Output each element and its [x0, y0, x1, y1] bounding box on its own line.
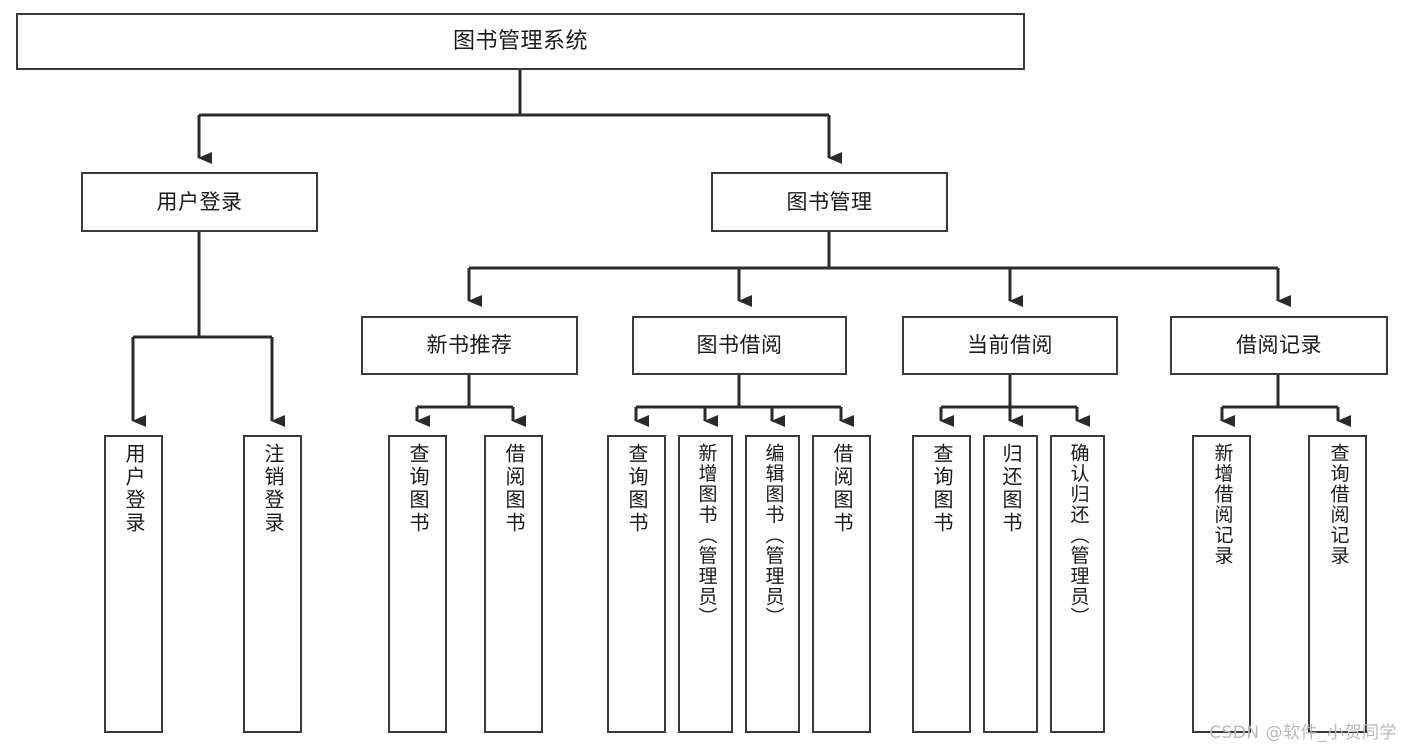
- node-leaf-edit-book[interactable]: 编辑图书（管理员）: [745, 435, 800, 733]
- node-leaf-add-record[interactable]: 新增借阅记录: [1192, 435, 1251, 733]
- node-book-borrow-label: 图书借阅: [696, 333, 783, 358]
- node-current-borrow[interactable]: 当前借阅: [902, 316, 1118, 375]
- node-leaf-query-book-3-label: 查询图书: [930, 443, 954, 535]
- node-user-login[interactable]: 用户登录: [81, 172, 318, 232]
- node-leaf-query-record-label: 查询借阅记录: [1327, 443, 1350, 566]
- node-leaf-query-book-1-label: 查询图书: [406, 443, 430, 535]
- node-new-book-recommend-label: 新书推荐: [426, 333, 513, 358]
- node-borrow-record-label: 借阅记录: [1236, 333, 1322, 358]
- node-leaf-borrow-book-1[interactable]: 借阅图书: [484, 435, 543, 733]
- node-leaf-query-record[interactable]: 查询借阅记录: [1308, 435, 1367, 733]
- node-leaf-add-record-label: 新增借阅记录: [1211, 443, 1234, 566]
- node-leaf-logout-login-label: 注销登录: [261, 443, 285, 535]
- watermark: CSDN @软件_小贺同学: [1209, 723, 1397, 743]
- node-leaf-confirm-return-label: 确认归还（管理员）: [1067, 443, 1090, 628]
- node-leaf-logout-login[interactable]: 注销登录: [243, 435, 302, 733]
- node-borrow-record[interactable]: 借阅记录: [1170, 316, 1388, 375]
- node-current-borrow-label: 当前借阅: [967, 333, 1053, 358]
- node-leaf-borrow-book-2-label: 借阅图书: [830, 443, 854, 535]
- node-leaf-return-book-label: 归还图书: [999, 443, 1023, 535]
- node-leaf-borrow-book-1-label: 借阅图书: [502, 443, 526, 535]
- node-leaf-query-book-2-label: 查询图书: [625, 443, 649, 535]
- node-leaf-borrow-book-2[interactable]: 借阅图书: [812, 435, 871, 733]
- node-book-borrow[interactable]: 图书借阅: [632, 316, 847, 375]
- node-leaf-edit-book-label: 编辑图书（管理员）: [762, 443, 785, 628]
- node-user-login-label: 用户登录: [156, 189, 243, 214]
- node-book-management-label: 图书管理: [786, 189, 873, 214]
- node-root-system[interactable]: 图书管理系统: [16, 13, 1025, 70]
- node-leaf-return-book[interactable]: 归还图书: [983, 435, 1038, 733]
- node-leaf-query-book-1[interactable]: 查询图书: [388, 435, 447, 733]
- node-leaf-add-book-label: 新增图书（管理员）: [695, 443, 718, 628]
- node-leaf-add-book[interactable]: 新增图书（管理员）: [678, 435, 733, 733]
- node-leaf-confirm-return[interactable]: 确认归还（管理员）: [1050, 435, 1105, 733]
- node-root-label: 图书管理系统: [452, 28, 588, 54]
- node-new-book-recommend[interactable]: 新书推荐: [361, 316, 578, 375]
- node-leaf-query-book-3[interactable]: 查询图书: [912, 435, 971, 733]
- node-leaf-query-book-2[interactable]: 查询图书: [607, 435, 666, 733]
- node-leaf-user-login[interactable]: 用户登录: [104, 435, 163, 733]
- node-book-management[interactable]: 图书管理: [711, 172, 948, 232]
- node-leaf-user-login-label: 用户登录: [122, 443, 146, 535]
